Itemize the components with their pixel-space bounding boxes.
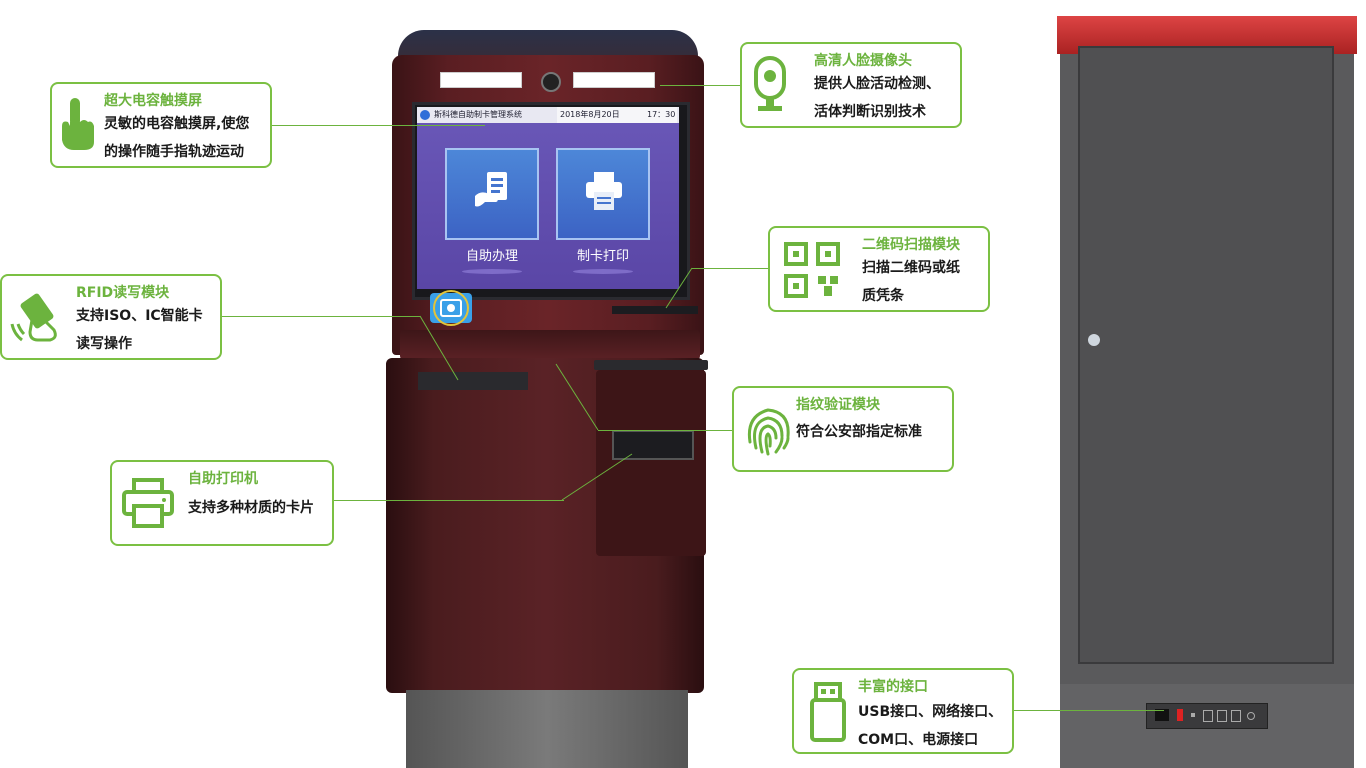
- tile-card-print-label: 制卡打印: [576, 249, 629, 264]
- printer-tray: [594, 360, 708, 370]
- callout-ports-line2: COM口、电源接口: [858, 732, 979, 748]
- rfid-ring: [433, 290, 469, 326]
- callout-qrcode-line2: 质凭条: [862, 288, 904, 304]
- callout-touchscreen-line2: 的操作随手指轨迹运动: [104, 144, 244, 160]
- id-card-hand-icon: [475, 172, 507, 207]
- callout-fingerprint: 指纹验证模块 符合公安部指定标准: [732, 386, 954, 472]
- touch-screen[interactable]: 斯科德自助制卡管理系统 2018年8月20日 17：30 自助办理 制卡打印: [417, 107, 679, 289]
- callout-camera-line2: 活体判断识别技术: [814, 104, 926, 120]
- qr-code-icon: [784, 242, 840, 298]
- indicator: [1191, 713, 1195, 717]
- usb-port: [1203, 710, 1213, 722]
- leader-fingerprint-diag: [555, 363, 599, 431]
- leader-touchscreen: [270, 125, 485, 126]
- callout-touchscreen-line1: 灵敏的电容触摸屏,使您: [104, 116, 250, 132]
- leader-qrcode-diag: [665, 267, 693, 309]
- webcam-icon: [754, 56, 786, 111]
- callout-rfid-line2: 读写操作: [76, 336, 132, 352]
- leader-rfid-diag: [419, 315, 459, 381]
- datetime-panel: [557, 107, 677, 123]
- printer-module: [596, 370, 706, 556]
- com-port: [1231, 710, 1241, 722]
- tile-card-print[interactable]: [556, 148, 650, 240]
- camera-lens: [541, 72, 561, 92]
- fingerprint-icon: [747, 408, 790, 456]
- kiosk-base: [406, 690, 688, 768]
- leader-camera: [660, 85, 742, 86]
- card-output-slot[interactable]: [612, 430, 694, 460]
- callout-qrcode-title: 二维码扫描模块: [862, 237, 960, 253]
- printer-icon: [122, 478, 174, 528]
- cabinet-lock[interactable]: [1088, 334, 1100, 346]
- leader-printer: [332, 500, 564, 501]
- leader-rfid: [220, 316, 420, 317]
- callout-printer: 自助打印机 支持多种材质的卡片: [110, 460, 334, 546]
- power-switch[interactable]: [1177, 709, 1183, 721]
- system-name: 斯科德自助制卡管理系统: [434, 110, 522, 119]
- callout-camera-line1: 提供人脸活动检测、: [814, 76, 940, 92]
- screen-status-bar: 斯科德自助制卡管理系统 2018年8月20日 17：30: [417, 107, 679, 123]
- card-tap-icon: [10, 293, 57, 342]
- qr-scanner-window: [612, 306, 698, 314]
- callout-camera: 高清人脸摄像头 提供人脸活动检测、 活体判断识别技术: [740, 42, 962, 128]
- system-logo-icon: [420, 110, 430, 120]
- callout-rfid-title: RFID读写模块: [76, 285, 170, 301]
- callout-qrcode-line1: 扫描二维码或纸: [862, 260, 960, 276]
- callout-touchscreen: 超大电容触摸屏 灵敏的电容触摸屏,使您 的操作随手指轨迹运动: [50, 82, 272, 168]
- callout-fingerprint-title: 指纹验证模块: [796, 397, 880, 413]
- tile-shadow: [462, 269, 522, 274]
- callout-ports-line1: USB接口、网络接口、: [858, 704, 1003, 720]
- callout-qrcode: 二维码扫描模块 扫描二维码或纸 质凭条: [768, 226, 990, 312]
- screen-date: 2018年8月20日: [560, 110, 620, 119]
- callout-printer-line1: 支持多种材质的卡片: [188, 500, 314, 516]
- callout-fingerprint-line1: 符合公安部指定标准: [796, 424, 922, 440]
- callout-touchscreen-title: 超大电容触摸屏: [104, 93, 202, 109]
- audio-port: [1247, 712, 1255, 720]
- touch-hand-icon: [62, 98, 94, 150]
- power-port: [1155, 709, 1169, 721]
- tile-self-service-label: 自助办理: [465, 249, 518, 264]
- cabinet-door: [1078, 46, 1334, 664]
- callout-ports: 丰富的接口 USB接口、网络接口、 COM口、电源接口: [792, 668, 1014, 754]
- callout-ports-title: 丰富的接口: [858, 679, 928, 695]
- fingerprint-reader[interactable]: [418, 372, 528, 390]
- port-panel: [1146, 703, 1268, 729]
- usb-icon: [810, 682, 846, 742]
- callout-rfid: RFID读写模块 支持ISO、IC智能卡 读写操作: [0, 274, 222, 360]
- tile-self-service[interactable]: [445, 148, 539, 240]
- leader-fingerprint: [598, 430, 734, 431]
- printer-icon: [586, 172, 622, 210]
- screen-time: 17：30: [647, 110, 676, 119]
- leader-ports: [1014, 710, 1164, 711]
- tile-shadow: [573, 269, 633, 274]
- leader-qrcode: [692, 268, 770, 269]
- speaker-slot-left: [440, 72, 522, 88]
- speaker-slot-right: [573, 72, 655, 88]
- callout-rfid-line1: 支持ISO、IC智能卡: [76, 308, 203, 324]
- kiosk-shelf: [400, 330, 700, 360]
- network-port: [1217, 710, 1227, 722]
- callout-printer-title: 自助打印机: [188, 471, 258, 487]
- callout-camera-title: 高清人脸摄像头: [814, 53, 912, 69]
- leader-printer-diag: [561, 453, 633, 501]
